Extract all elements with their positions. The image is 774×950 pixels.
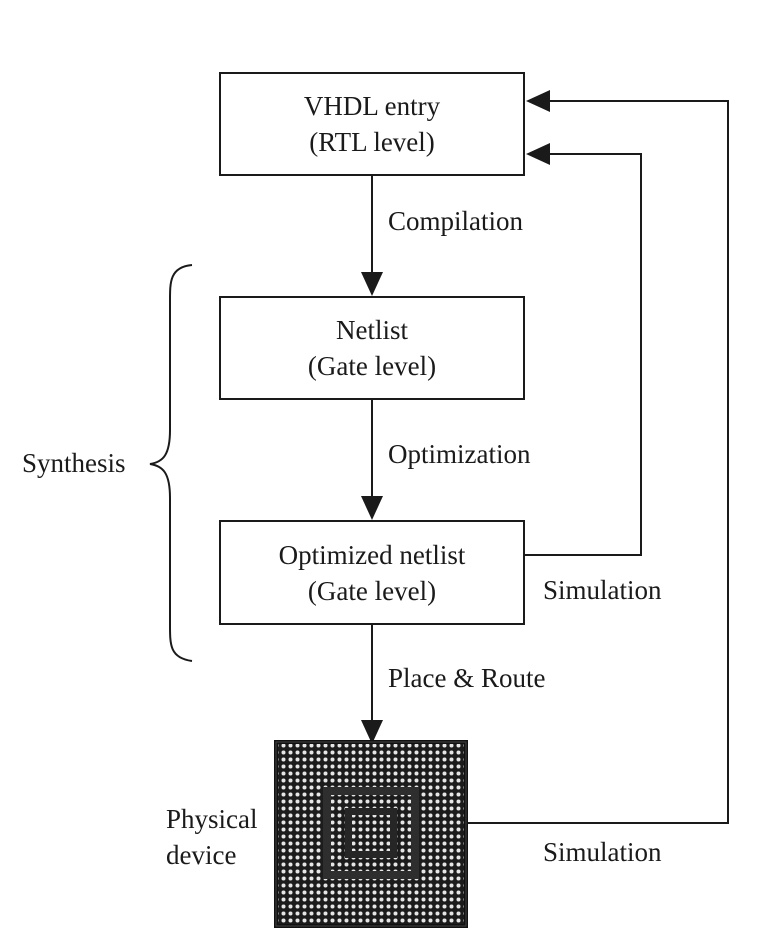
edge-label-simulation-physical: Simulation (543, 837, 662, 867)
node-vhdl-entry: VHDL entry (RTL level) (219, 72, 525, 176)
arrow-compilation (361, 176, 383, 296)
node-optimized-netlist-subtitle: (Gate level) (307, 575, 437, 606)
synthesis-brace (149, 264, 193, 662)
arrow-simulation-gate-level (525, 143, 642, 556)
edge-label-compilation: Compilation (388, 206, 523, 236)
edge-label-optimization: Optimization (388, 439, 531, 469)
node-optimized-netlist-title: Optimized netlist (278, 539, 466, 570)
node-physical-device-line1: Physical (166, 804, 258, 834)
node-physical-device-line2: device (166, 840, 237, 870)
arrow-simulation-physical (466, 90, 729, 824)
arrow-place-route (361, 625, 383, 744)
edge-label-place-route: Place & Route (388, 663, 546, 693)
node-netlist-subtitle: (Gate level) (307, 351, 437, 381)
node-netlist-title: Netlist (336, 315, 408, 345)
node-vhdl-entry-title: VHDL entry (303, 91, 441, 121)
node-optimized-netlist: Optimized netlist (Gate level) (219, 520, 525, 625)
edge-label-simulation-gate: Simulation (543, 575, 662, 605)
chip-image (274, 740, 468, 928)
node-netlist: Netlist (Gate level) (219, 296, 525, 400)
arrow-optimization (361, 400, 383, 520)
group-label-synthesis: Synthesis (22, 448, 126, 478)
node-vhdl-entry-subtitle: (RTL level) (309, 127, 435, 157)
